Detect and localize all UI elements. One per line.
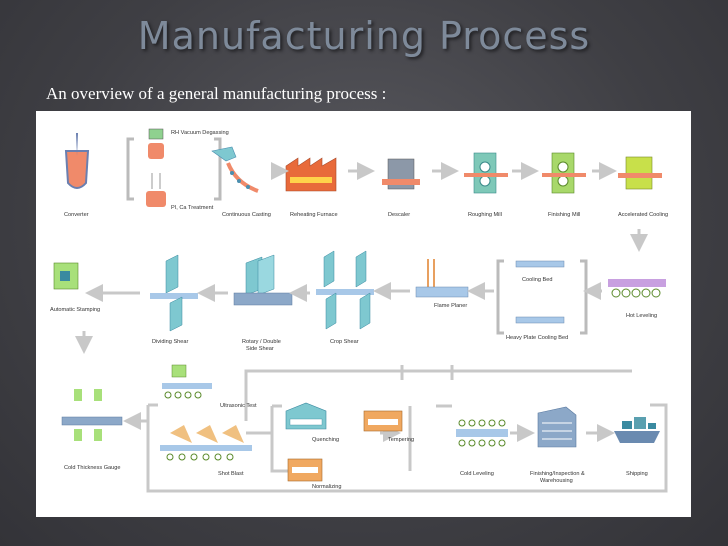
normalizing-icon [287, 458, 323, 482]
label-finishing-2: Warehousing [540, 478, 573, 484]
label-shot-blast: Shot Blast [218, 471, 244, 477]
label-converter: Converter [64, 212, 89, 218]
label-automatic-stamping: Automatic Stamping [50, 307, 100, 313]
rh-vacuum-icon [148, 128, 164, 159]
cold-thickness-gauge-icon [61, 389, 123, 441]
slide-subtitle: An overview of a general manufacturing p… [46, 84, 387, 103]
flow-arrows-row3 [123, 412, 615, 442]
label-crop-shear: Crop Shear [330, 339, 359, 345]
dividing-shear-icon [150, 254, 198, 332]
label-ultrasonic-test: Ultrasonic Test [220, 403, 257, 409]
label-dividing-shear: Dividing Shear [152, 339, 189, 345]
label-descaler: Descaler [388, 212, 410, 218]
roughing-mill-icon [464, 152, 508, 194]
automatic-stamping-icon [53, 262, 79, 290]
label-continuous-casting: Continuous Casting [222, 212, 271, 218]
tempering-icon [363, 410, 403, 432]
reheating-furnace-icon [285, 157, 337, 192]
process-diagram: Converter RH Vacuum Degassing PI, Ca Tre… [50, 128, 668, 493]
flow-arrows-row1 [271, 162, 648, 252]
slide-title: Manufacturing Process [137, 14, 591, 58]
label-hot-leveling: Hot Leveling [626, 313, 657, 319]
cooling-bed-icon [515, 260, 565, 268]
label-tempering: Tempering [388, 437, 414, 443]
descaler-icon [382, 158, 420, 190]
label-reheating-furnace: Reheating Furnace [290, 212, 338, 218]
label-shipping: Shipping [626, 471, 648, 477]
label-flame-planer: Flame Planer [434, 303, 467, 309]
crop-shear-icon [316, 250, 374, 330]
label-finishing-mill: Finishing Mill [548, 212, 580, 218]
heavy-plate-cooling-bed-icon [515, 316, 565, 324]
label-heavy-plate-cooling-bed: Heavy Plate Cooling Bed [506, 335, 568, 341]
bracket-icon [126, 137, 222, 201]
label-normalizing: Normalizing [312, 484, 342, 490]
continuous-casting-icon [211, 146, 259, 193]
label-quenching: Quenching [312, 437, 339, 443]
converter-icon [64, 133, 90, 189]
label-finishing-1: Finishing/Inspection & [530, 471, 585, 477]
pi-ca-icon [146, 173, 166, 207]
label-pi-ca: PI, Ca Treatment [171, 205, 214, 211]
label-rotary-shear-2: Side Shear [246, 346, 274, 352]
label-cold-leveling: Cold Leveling [460, 471, 494, 477]
warehouse-icon [537, 406, 577, 448]
accelerated-cooling-icon [618, 156, 662, 190]
label-accelerated-cooling: Accelerated Cooling [618, 212, 668, 218]
label-rotary-shear-1: Rotary / Double [242, 339, 281, 345]
shot-blast-icon [160, 425, 252, 461]
hot-leveling-icon [608, 279, 666, 298]
ship-icon [614, 417, 660, 443]
label-rh-vacuum: RH Vacuum Degassing [171, 130, 229, 136]
process-diagram-panel: Converter RH Vacuum Degassing PI, Ca Tre… [36, 111, 691, 517]
quenching-icon [285, 402, 327, 430]
ultrasonic-test-icon [162, 364, 212, 399]
flow-arrows-row2 [75, 282, 602, 354]
flame-planer-icon [415, 259, 469, 298]
label-roughing-mill: Roughing Mill [468, 212, 502, 218]
label-cooling-bed: Cooling Bed [522, 277, 552, 283]
finishing-mill-icon [542, 152, 586, 194]
label-cold-thickness-gauge: Cold Thickness Gauge [64, 465, 121, 471]
rotary-shear-icon [233, 254, 293, 306]
cold-leveling-icon [456, 419, 508, 447]
